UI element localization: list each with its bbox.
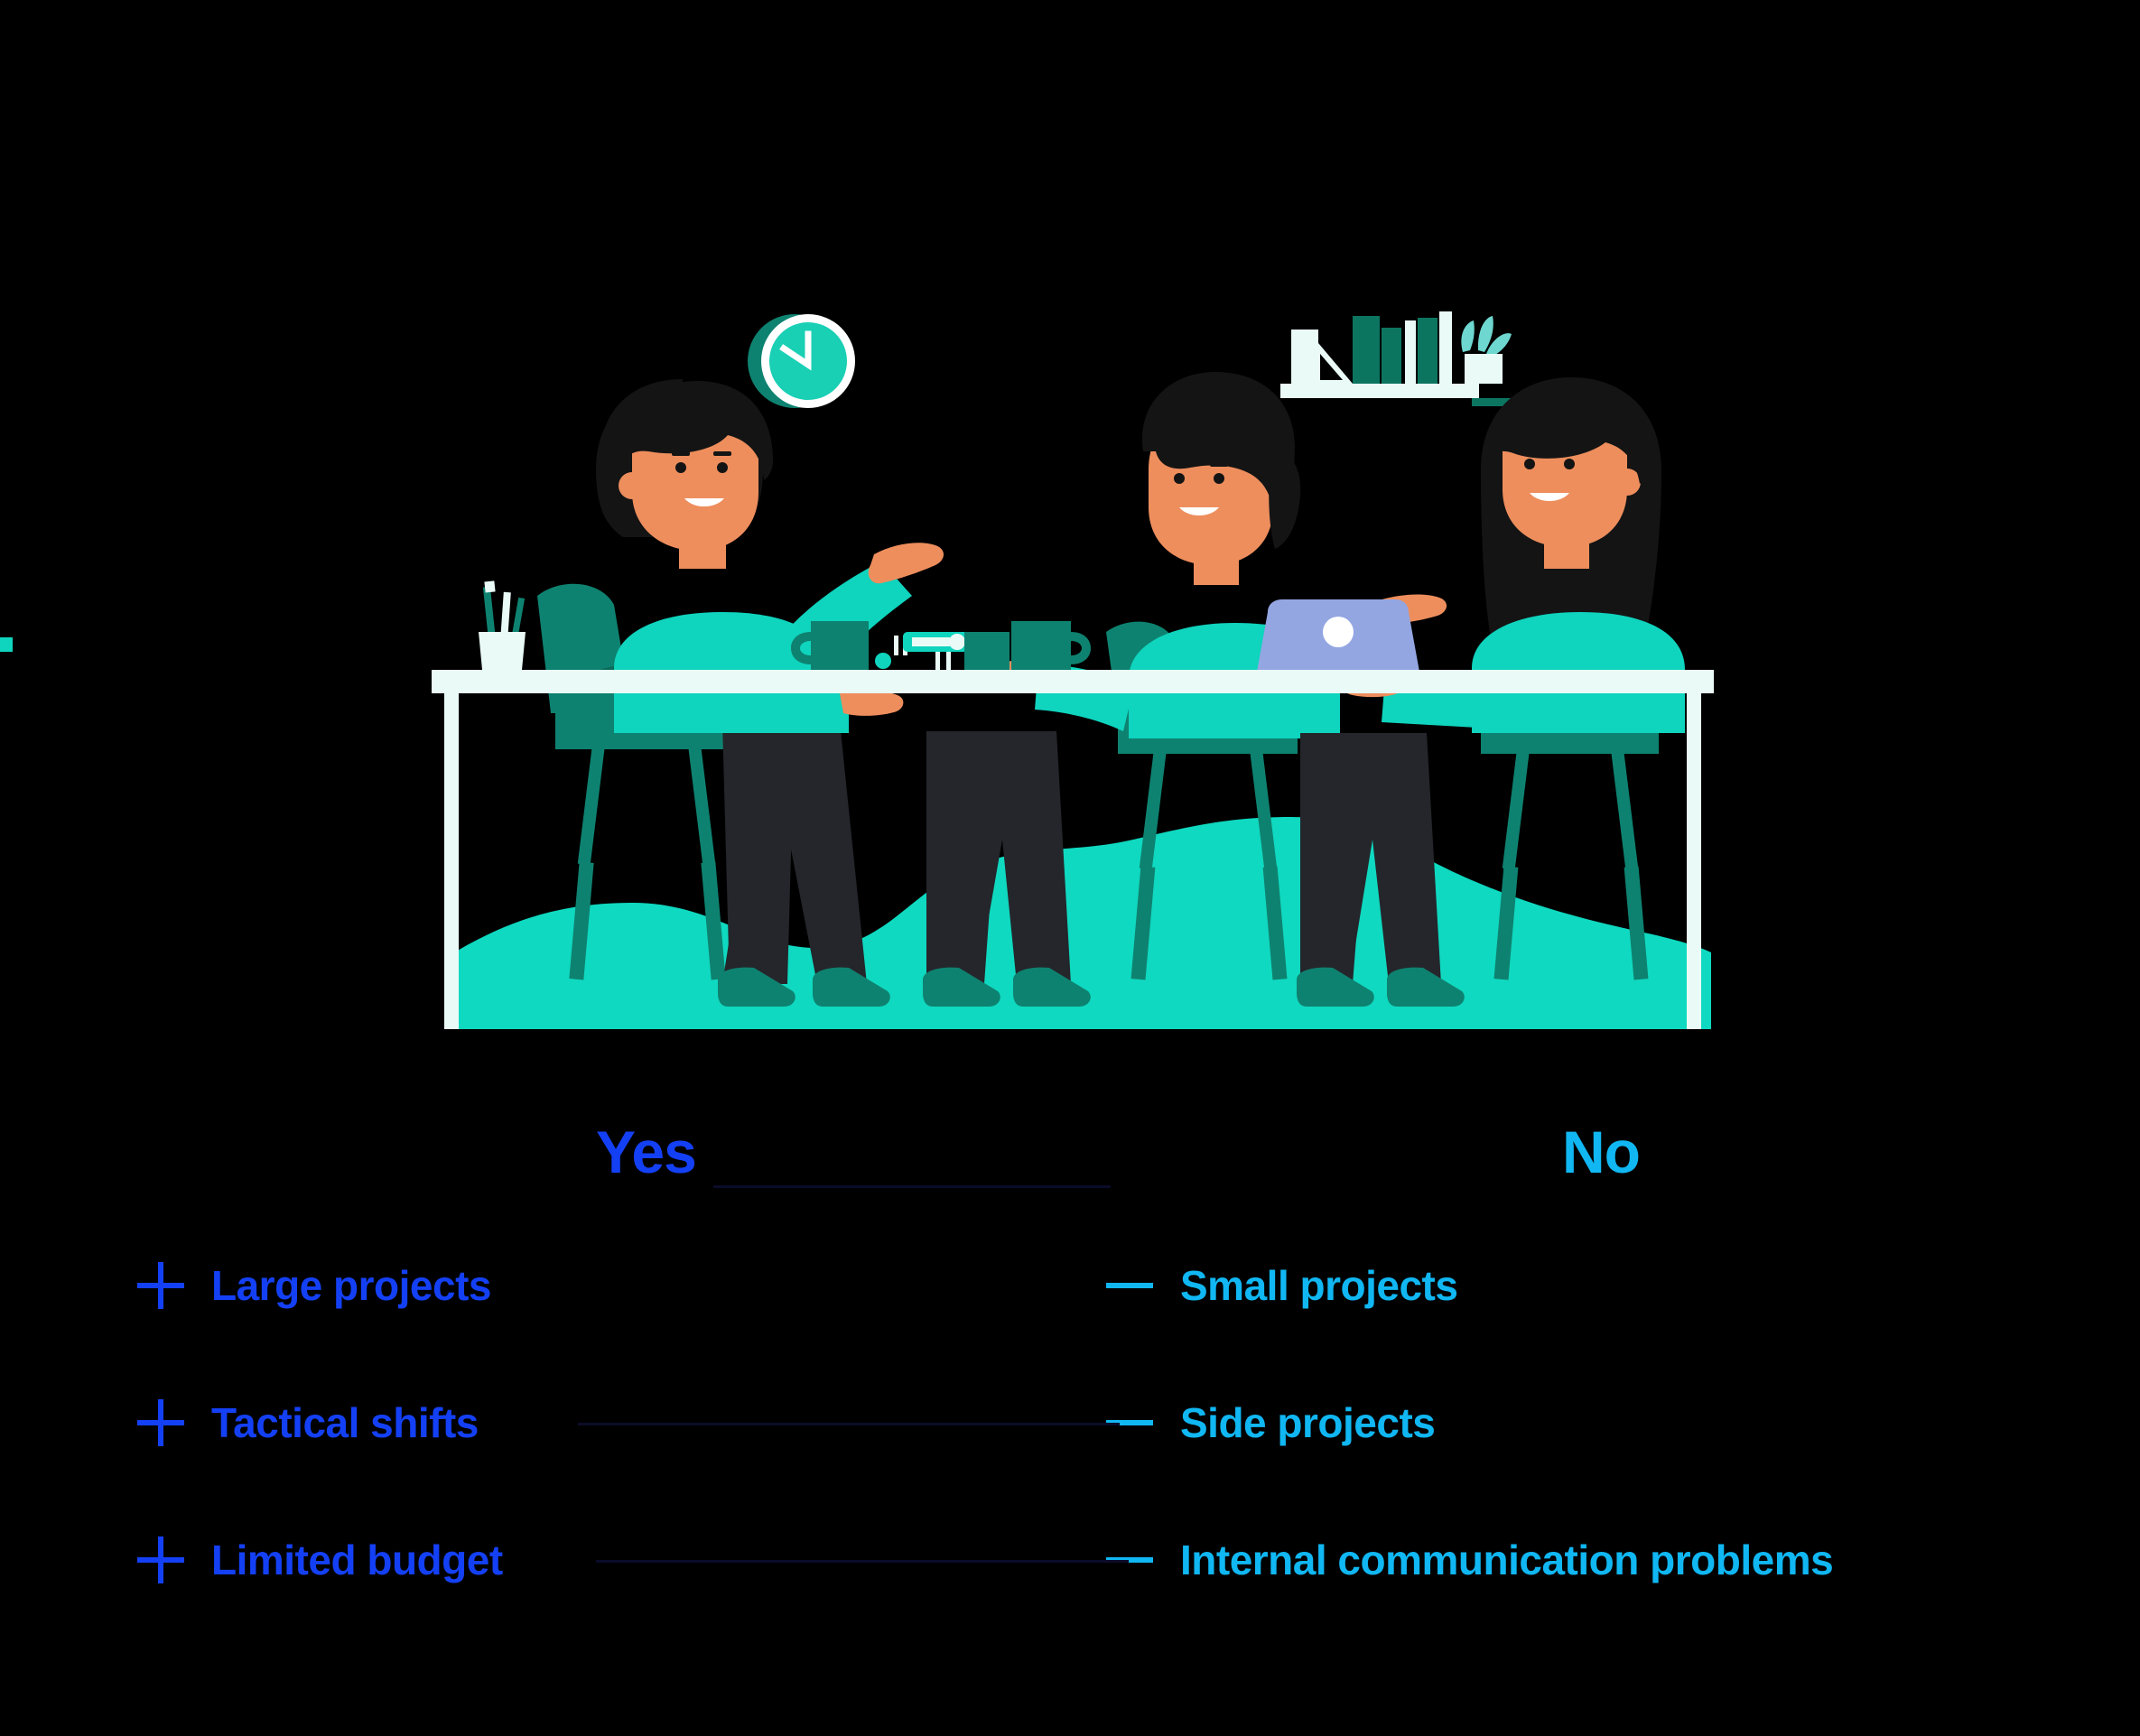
criteria-label-no: Internal communication problems (1180, 1536, 1834, 1583)
pen-cup (479, 580, 526, 670)
criteria-label-yes: Large projects (211, 1262, 492, 1309)
plus-icon (137, 1262, 184, 1309)
coffee-mug-left (791, 621, 869, 670)
desk (432, 670, 1714, 1029)
criteria-label-no: Side projects (1180, 1399, 1436, 1446)
meeting-illustration (0, 311, 1714, 1029)
minus-icon (1106, 1262, 1153, 1309)
column-header-yes: Yes (596, 1119, 697, 1185)
criteria-row: Limited budget Internal communication pr… (0, 1529, 2140, 1629)
criteria-label-yes: Limited budget (211, 1536, 503, 1583)
criteria-item-no: Side projects (1106, 1399, 1436, 1446)
bookshelf (1280, 311, 1526, 406)
minus-icon (1106, 1399, 1153, 1446)
plus-icon (137, 1536, 184, 1583)
smartphone (0, 632, 970, 672)
minus-icon (1106, 1536, 1153, 1583)
coffee-mug-middle (964, 632, 1010, 670)
criteria-label-yes: Tactical shifts (211, 1399, 479, 1446)
shelf-plant (1461, 316, 1512, 384)
criteria-item-yes: Limited budget (137, 1536, 503, 1583)
criteria-row: Tactical shifts Side projects (0, 1392, 2140, 1491)
laptop (1248, 599, 1428, 681)
header-rule-yes (713, 1185, 1111, 1188)
criteria-row: Large projects Small projects (0, 1255, 2140, 1354)
person-1 (596, 379, 944, 1007)
row-connector-rule (578, 1423, 1120, 1425)
criteria-list: Large projects Small projects Tactical s… (0, 1255, 2140, 1652)
criteria-item-yes: Tactical shifts (137, 1399, 479, 1446)
row-connector-rule (596, 1560, 1129, 1563)
coffee-mug-right (1011, 621, 1091, 670)
column-headers: Yes No (0, 1106, 2140, 1205)
criteria-item-yes: Large projects (137, 1262, 492, 1309)
wall-clock-icon (748, 314, 855, 408)
criteria-label-no: Small projects (1180, 1262, 1458, 1309)
criteria-item-no: Internal communication problems (1106, 1536, 1834, 1583)
column-header-no: No (1562, 1119, 1641, 1185)
criteria-item-no: Small projects (1106, 1262, 1458, 1309)
plus-icon (137, 1399, 184, 1446)
